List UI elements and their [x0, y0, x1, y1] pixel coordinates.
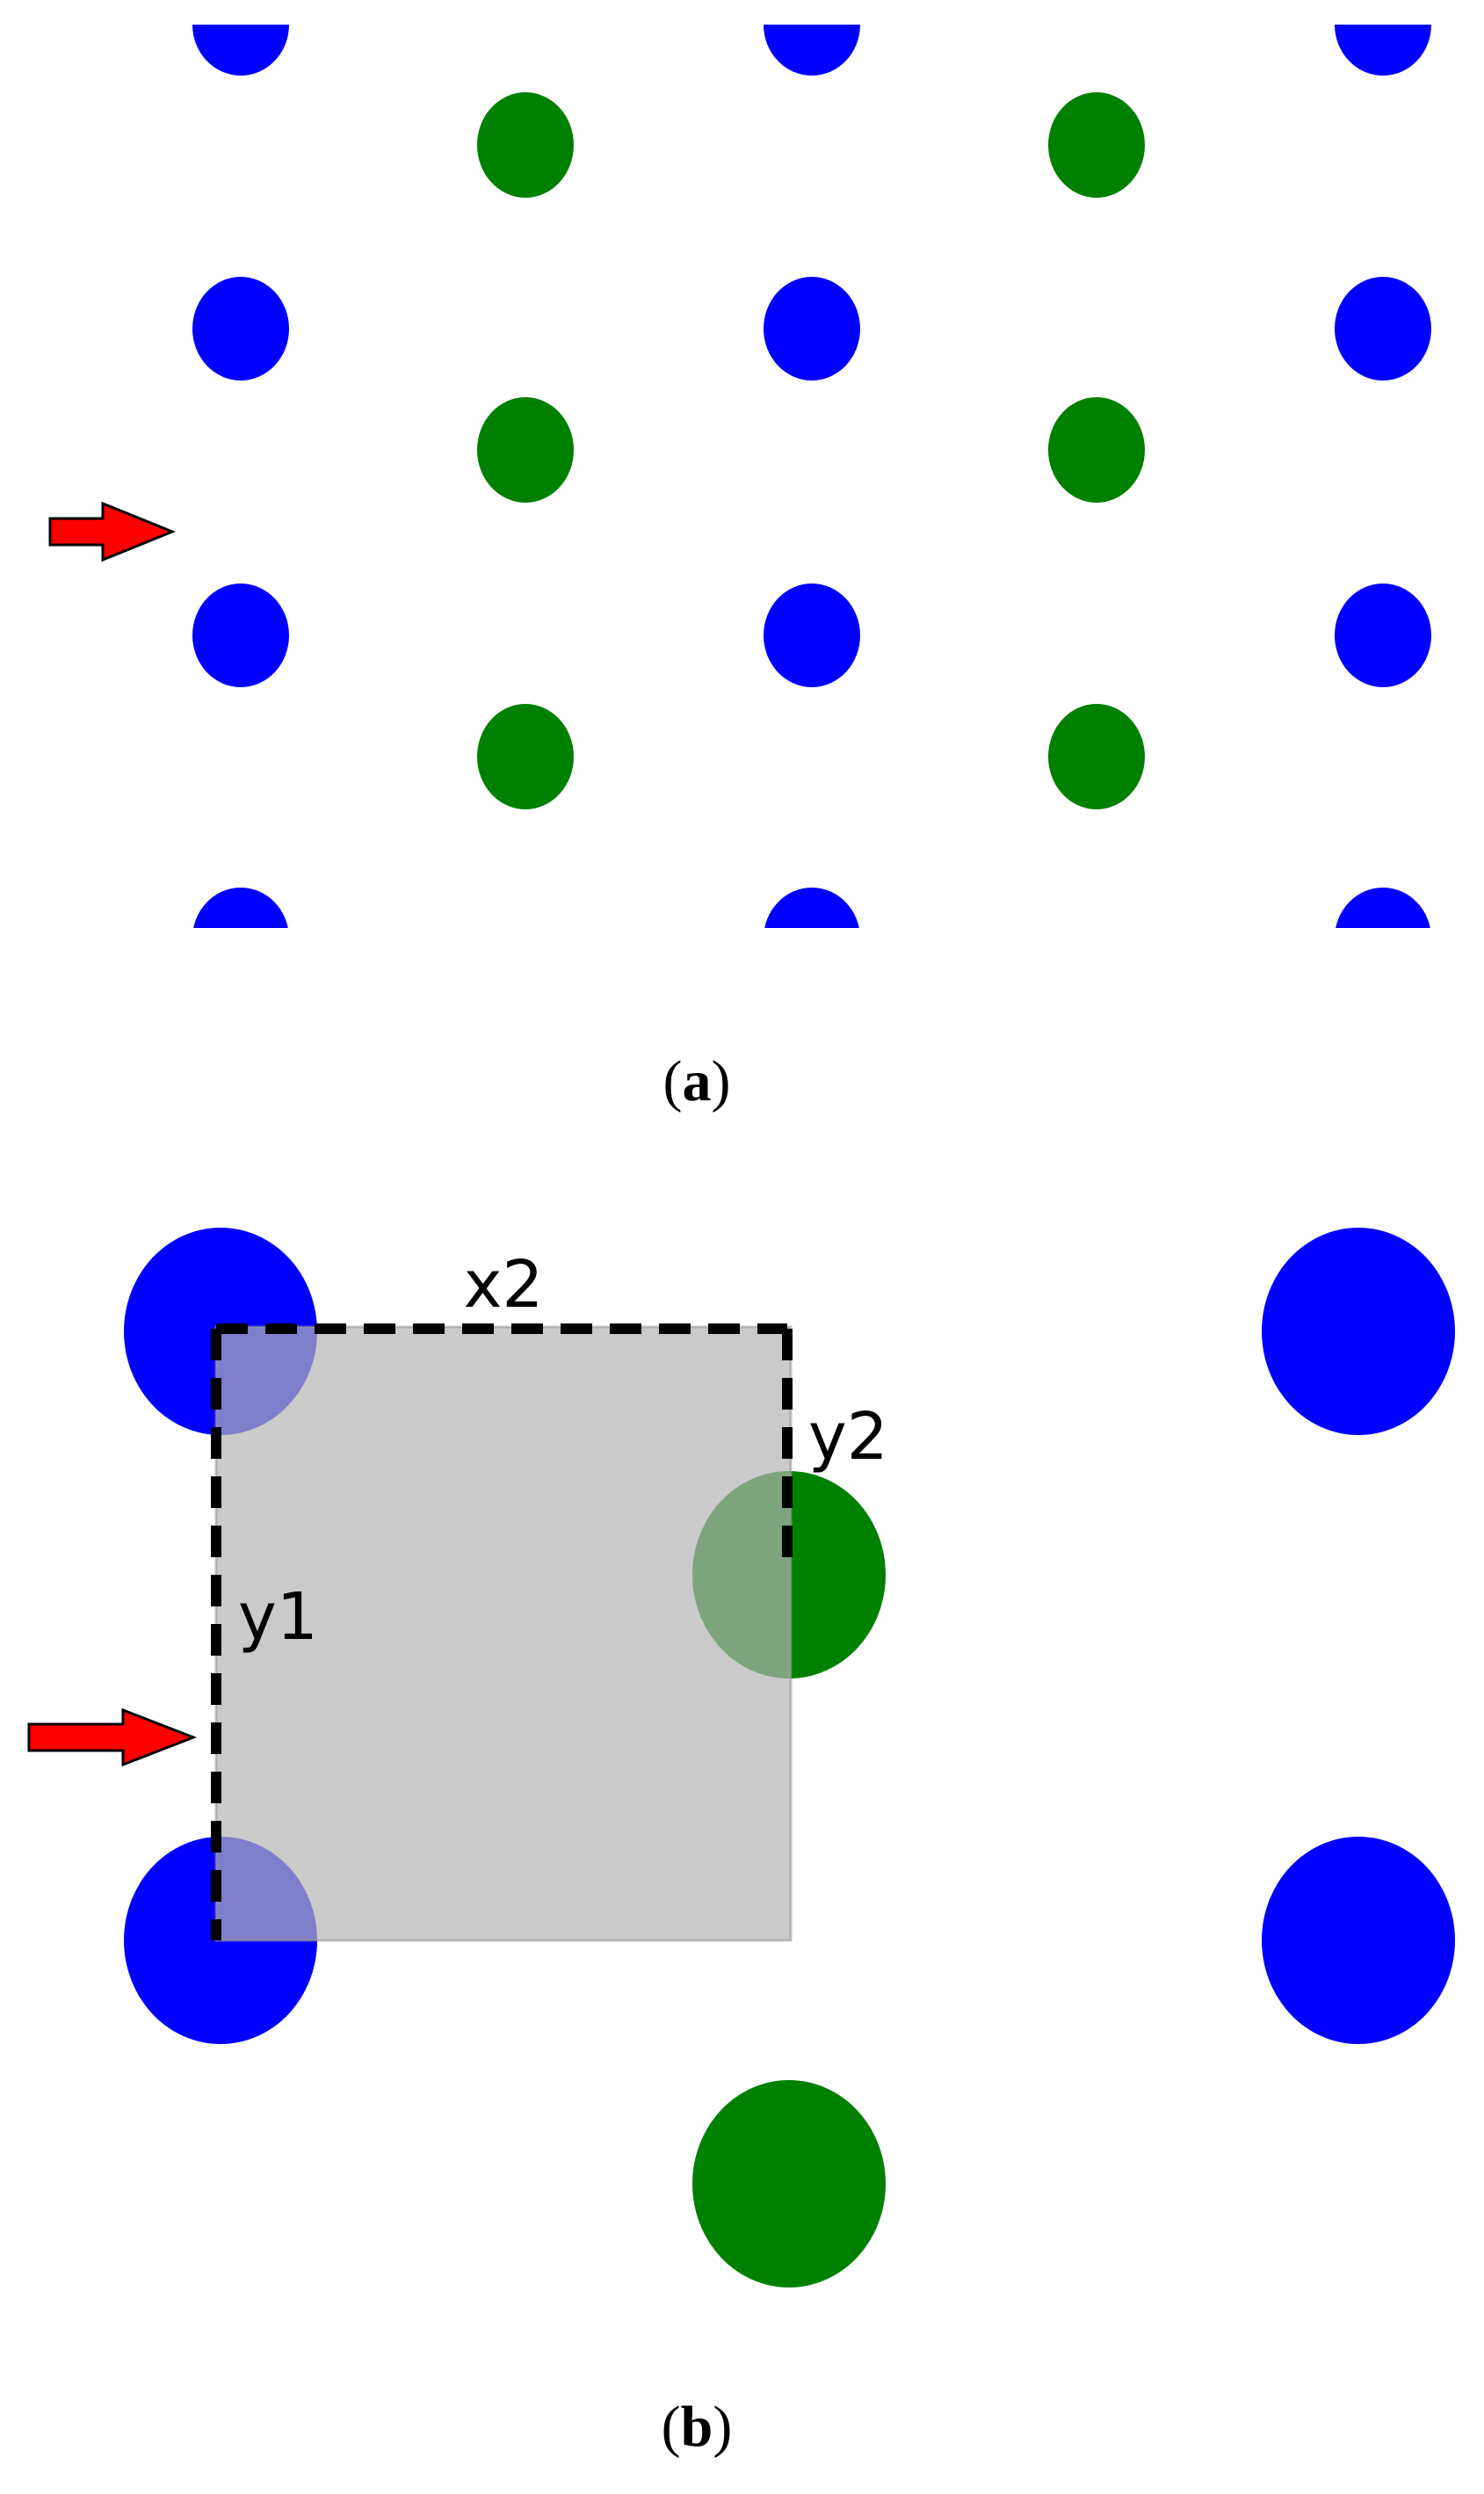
- blue-atom: [193, 888, 288, 928]
- direction-arrow-icon: [48, 501, 176, 562]
- blue-atom: [1262, 1837, 1455, 2044]
- label-x2: x2: [464, 1247, 544, 1323]
- panel-a: (a): [48, 25, 1431, 1113]
- label-y1: y1: [238, 1579, 318, 1655]
- panel-b: x2 y2 y1 (b): [27, 1228, 1455, 2459]
- panel-a-caption: (a): [663, 1049, 731, 1113]
- blue-atom: [1335, 277, 1431, 381]
- blue-atom: [192, 25, 289, 76]
- blue-atom: [764, 888, 859, 928]
- blue-atom: [1335, 584, 1431, 687]
- blue-atom: [1262, 1228, 1455, 1435]
- green-atom: [477, 704, 574, 809]
- blue-atom: [1336, 888, 1430, 928]
- panel-a-lattice: [192, 25, 1431, 928]
- label-y2: y2: [808, 1399, 888, 1475]
- blue-atom: [192, 584, 289, 687]
- blue-atom: [764, 584, 860, 687]
- blue-atom: [764, 25, 860, 76]
- blue-atom: [192, 277, 289, 381]
- green-atom: [1048, 92, 1145, 198]
- green-atom: [1048, 704, 1145, 809]
- green-atom: [477, 92, 574, 198]
- green-atom: [477, 397, 574, 503]
- blue-atom: [1335, 25, 1431, 76]
- green-atom: [1048, 397, 1145, 503]
- blue-atom: [764, 277, 860, 381]
- panel-b-caption: (b): [662, 2395, 733, 2459]
- unit-cell: [214, 1325, 793, 1942]
- direction-arrow-icon: [27, 1707, 198, 1767]
- green-atom: [692, 2080, 886, 2287]
